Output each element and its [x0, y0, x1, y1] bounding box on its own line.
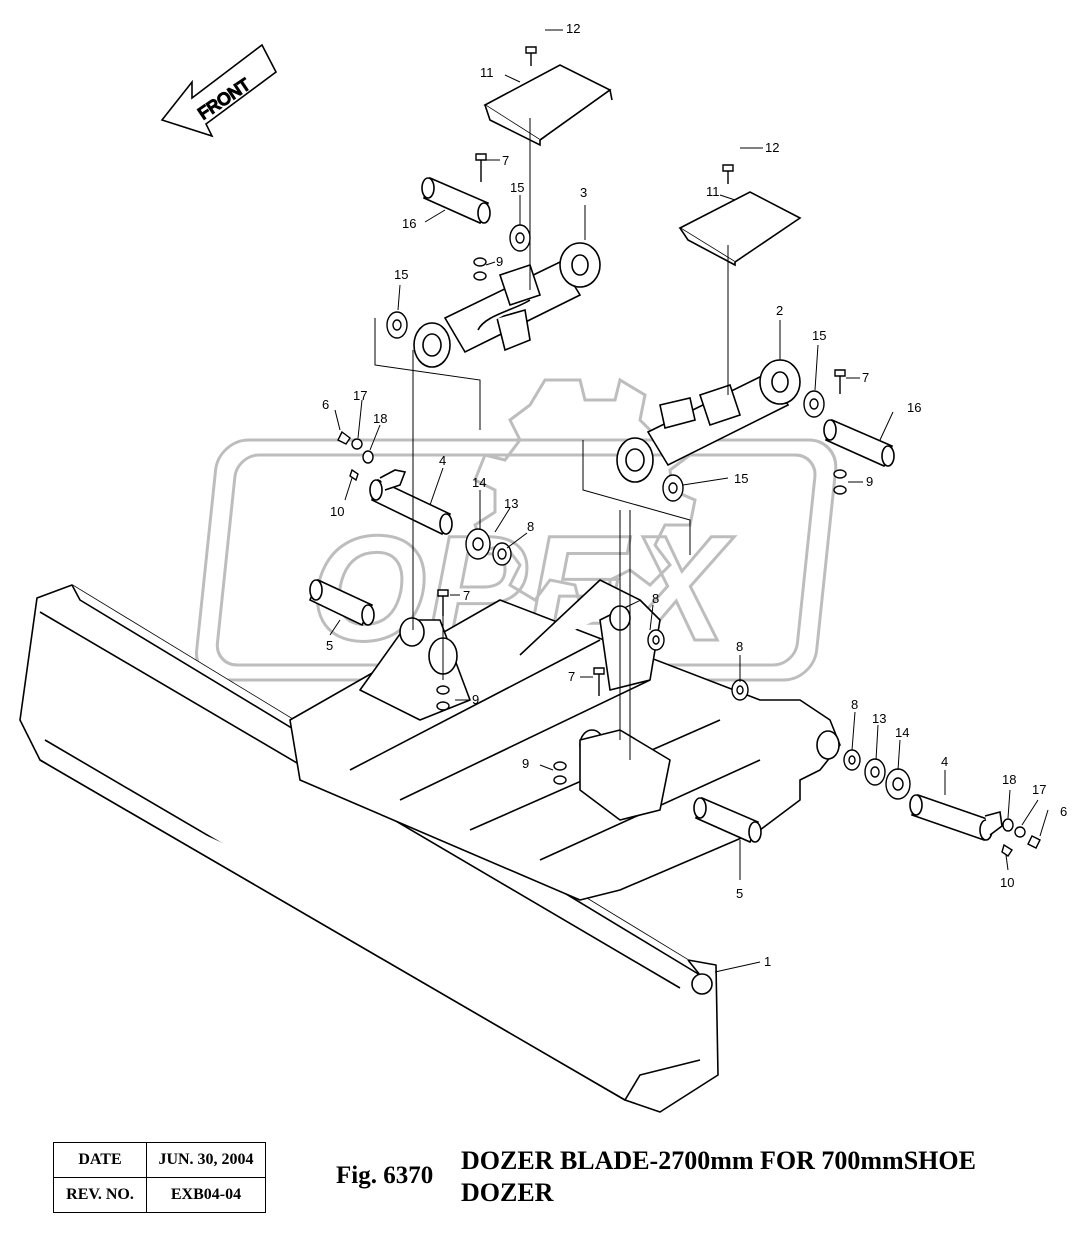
date-label: DATE: [53, 1142, 147, 1178]
small-hardware: [337, 46, 1041, 857]
callout-17: 17: [1032, 782, 1046, 797]
callout-4: 4: [439, 453, 446, 468]
date-row: DATE JUN. 30, 2004: [53, 1142, 266, 1178]
callout-7: 7: [463, 588, 470, 603]
callout-15: 15: [510, 180, 524, 195]
callout-10: 10: [330, 504, 344, 519]
callout-7: 7: [862, 370, 869, 385]
callout-13: 13: [872, 711, 886, 726]
figure-title-line-1: DOZER BLADE-2700mm FOR 700mmSHOE: [461, 1146, 976, 1175]
callout-11: 11: [706, 184, 720, 199]
callout-9: 9: [866, 474, 873, 489]
callout-16: 16: [402, 216, 416, 231]
pin-16-group: [421, 176, 895, 468]
callout-16: 16: [907, 400, 921, 415]
callout-17: 17: [353, 388, 367, 403]
hydraulic-cylinder-3: [413, 242, 601, 368]
callout-9: 9: [496, 254, 503, 269]
callout-11: 11: [480, 65, 494, 80]
callout-8: 8: [652, 591, 659, 606]
callout-8: 8: [851, 697, 858, 712]
callout-3: 3: [580, 185, 587, 200]
callout-13: 13: [504, 496, 518, 511]
callout-2: 2: [776, 303, 783, 318]
callout-14: 14: [895, 725, 909, 740]
callout-18: 18: [1002, 772, 1016, 787]
hydraulic-cylinder-2: [616, 359, 801, 483]
callout-7: 7: [568, 669, 575, 684]
callout-12: 12: [765, 140, 779, 155]
figure-title-line-2: DOZER: [461, 1178, 554, 1207]
pin-4-group: [369, 469, 1003, 842]
callout-5: 5: [736, 886, 743, 901]
callout-15: 15: [734, 471, 748, 486]
cover-11-group: [483, 64, 802, 267]
revision-info-table: DATE JUN. 30, 2004 REV. NO. EXB04-04: [53, 1142, 266, 1213]
revision-label: REV. NO.: [53, 1177, 147, 1213]
callout-1: 1: [764, 954, 771, 969]
callout-15: 15: [812, 328, 826, 343]
callout-6: 6: [1060, 804, 1067, 819]
revision-row: REV. NO. EXB04-04: [53, 1177, 266, 1213]
leader-lines: [329, 29, 1049, 973]
front-direction-arrow: FRONT: [160, 43, 278, 138]
callout-9: 9: [522, 756, 529, 771]
callout-8: 8: [736, 639, 743, 654]
callout-14: 14: [472, 475, 486, 490]
callout-7: 7: [502, 153, 509, 168]
callout-10: 10: [1000, 875, 1014, 890]
callout-6: 6: [322, 397, 329, 412]
callout-4: 4: [941, 754, 948, 769]
pin-5-group: [308, 578, 762, 844]
revision-value: EXB04-04: [146, 1177, 266, 1213]
figure-number: Fig. 6370: [336, 1162, 434, 1189]
callout-15: 15: [394, 267, 408, 282]
date-value: JUN. 30, 2004: [146, 1142, 266, 1178]
callout-9: 9: [472, 692, 479, 707]
callout-5: 5: [326, 638, 333, 653]
callout-8: 8: [527, 519, 534, 534]
callout-12: 12: [566, 21, 580, 36]
callout-labels: 12 11 7 15 3 16 9 12 11 15 2 15 7 6 17 1…: [322, 21, 1067, 969]
callout-18: 18: [373, 411, 387, 426]
